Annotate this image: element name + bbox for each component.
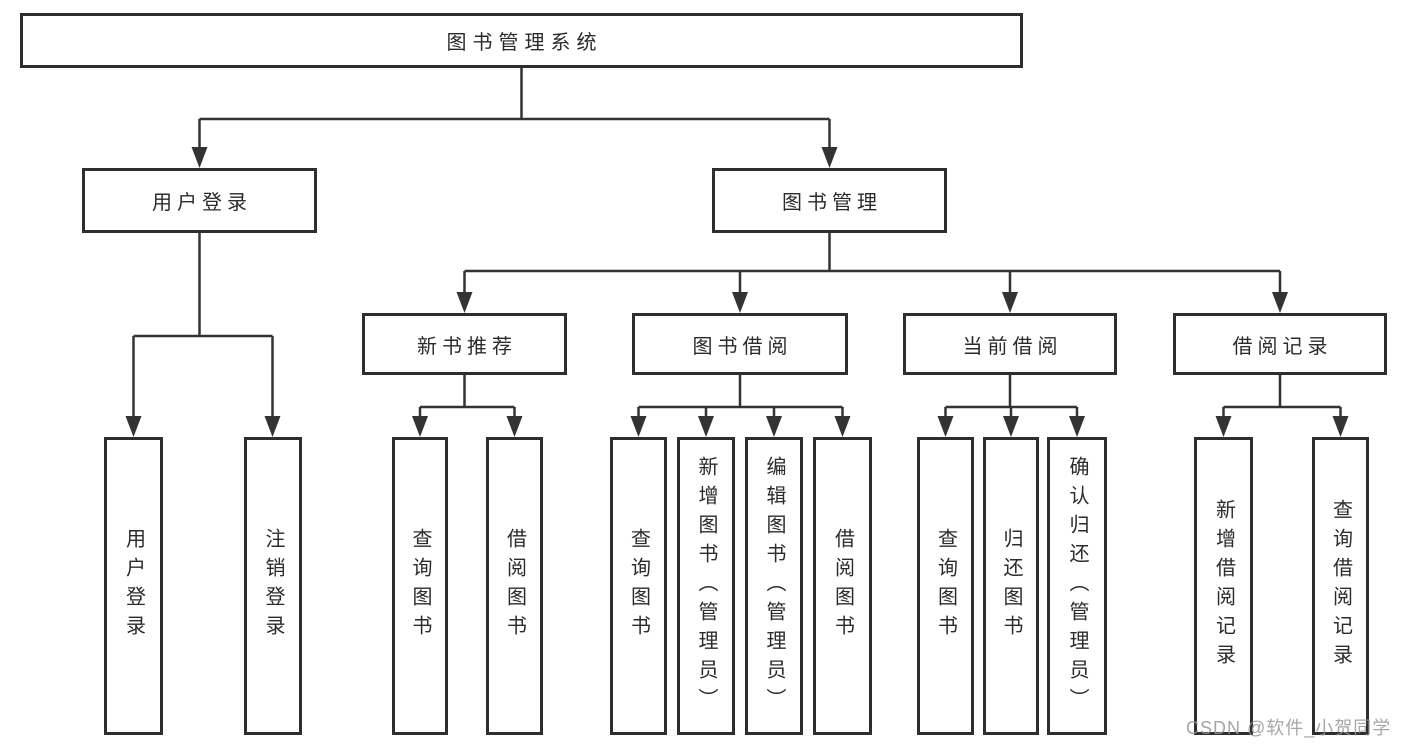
leaf-logout: 注销登录: [244, 437, 302, 735]
leaf-recommend-query-books: 查询图书: [392, 437, 448, 735]
leaf-borrow-books: 借阅图书: [813, 437, 872, 735]
connector-user-login-children: [132, 233, 274, 421]
connector-book-mgmt-children: [463, 233, 1282, 297]
leaf-query-borrow-record: 查询借阅记录: [1312, 437, 1369, 735]
connector-current-children: [944, 375, 1079, 421]
node-borrowing-records: 借阅记录: [1173, 313, 1387, 375]
leaf-add-books-admin: 新增图书（管理员）: [677, 437, 735, 735]
node-new-book-recommend: 新书推荐: [362, 313, 567, 375]
connector-records-children: [1222, 375, 1342, 421]
leaf-confirm-return-admin: 确认归还（管理员）: [1047, 437, 1107, 735]
node-book-borrowing: 图书借阅: [632, 313, 848, 375]
node-current-borrowing: 当前借阅: [903, 313, 1117, 375]
leaf-recommend-borrow-books: 借阅图书: [486, 437, 543, 735]
connector-recommend-children: [418, 375, 516, 421]
leaf-user-login: 用户登录: [104, 437, 163, 735]
leaf-add-borrow-record: 新增借阅记录: [1194, 437, 1253, 735]
leaf-current-query-books: 查询图书: [917, 437, 974, 735]
leaf-return-books: 归还图书: [983, 437, 1039, 735]
connector-root-to-level2: [198, 68, 831, 152]
leaf-borrow-query-books: 查询图书: [610, 437, 667, 735]
node-book-management: 图书管理: [712, 168, 947, 233]
leaf-edit-books-admin: 编辑图书（管理员）: [745, 437, 803, 735]
connector-borrow-children: [637, 375, 844, 421]
watermark: CSDN @软件_小贺同学: [1186, 718, 1392, 738]
node-root-system: 图书管理系统: [20, 13, 1023, 68]
node-user-login: 用户登录: [82, 168, 317, 233]
